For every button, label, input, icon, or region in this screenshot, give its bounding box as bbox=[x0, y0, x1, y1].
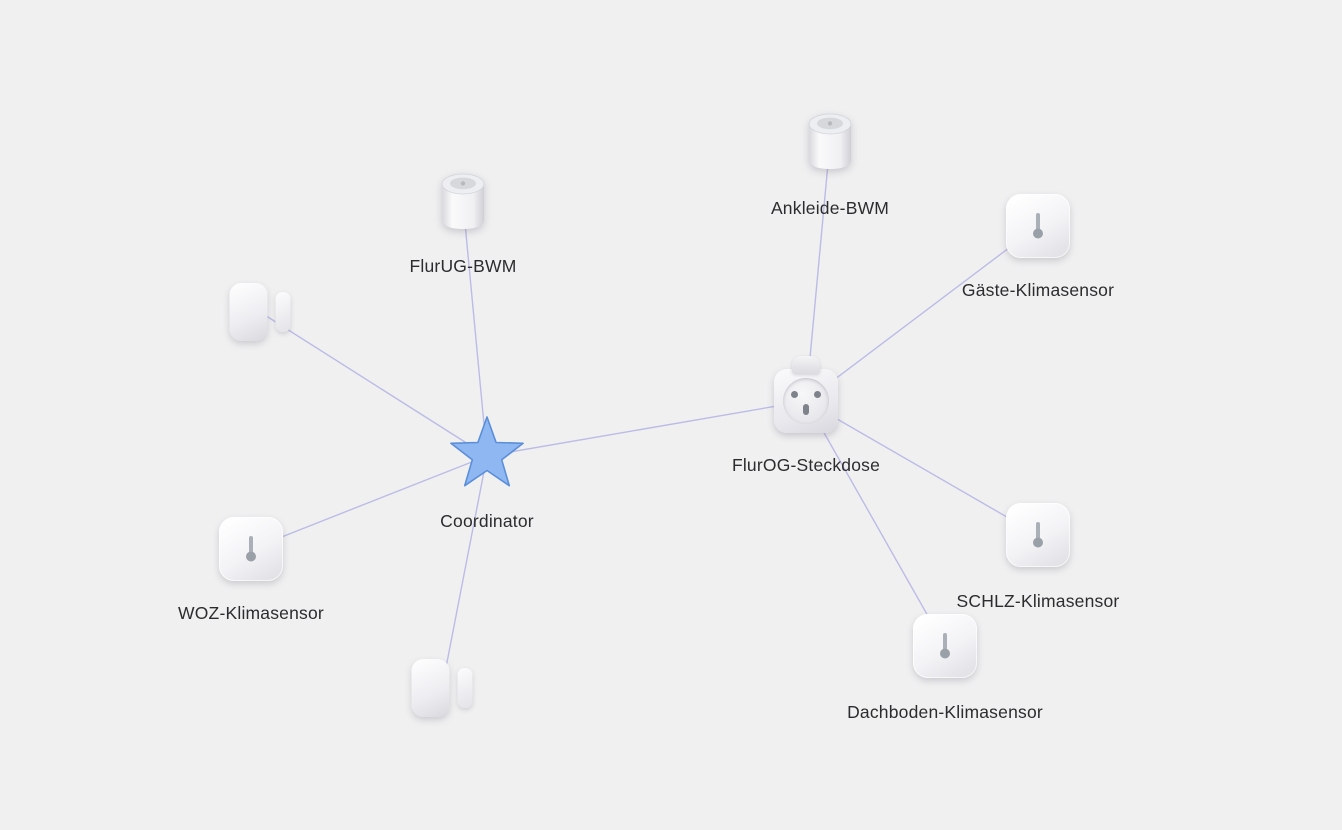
edge-coordinator-flurug bbox=[462, 201, 488, 457]
socket-hole bbox=[791, 391, 798, 398]
climate-sensor-icon bbox=[1006, 194, 1070, 258]
plug-socket-face bbox=[783, 378, 829, 424]
node-label: FlurOG-Steckdose bbox=[731, 455, 881, 475]
climate-sensor-icon bbox=[913, 614, 977, 678]
node-label: Dachboden-Klimasensor bbox=[847, 702, 1043, 722]
door-sensor-body bbox=[411, 659, 450, 717]
socket-hole bbox=[803, 404, 809, 415]
node-label: SCHLZ-Klimasensor bbox=[956, 591, 1120, 611]
edge-coordinator-steckdose bbox=[486, 400, 807, 457]
edge-steckdose-dachboden bbox=[805, 400, 946, 647]
climate-sensor-icon bbox=[1006, 503, 1070, 567]
node-label: WOZ-Klimasensor bbox=[178, 603, 324, 623]
motion-sensor-icon bbox=[808, 113, 852, 169]
node-label: Ankleide-BWM bbox=[770, 198, 890, 218]
door-sensor-magnet bbox=[457, 668, 473, 708]
edge-coordinator-woz bbox=[250, 455, 488, 550]
door-sensor-icon bbox=[229, 283, 291, 341]
edge-steckdose-gaeste bbox=[805, 225, 1039, 402]
motion-sensor-icon bbox=[441, 173, 485, 229]
climate-sensor-icon bbox=[219, 517, 283, 581]
edge-steckdose-schlz bbox=[805, 400, 1039, 536]
edge-coordinator-doorupper bbox=[259, 311, 488, 457]
door-sensor-magnet bbox=[275, 292, 291, 332]
socket-hole bbox=[814, 391, 821, 398]
smart-plug-icon bbox=[774, 356, 838, 433]
door-sensor-body bbox=[229, 283, 268, 341]
node-label: Coordinator bbox=[440, 511, 534, 531]
coordinator-star-icon bbox=[450, 416, 524, 487]
node-label: Gäste-Klimasensor bbox=[961, 280, 1115, 300]
edge-coordinator-doorlower bbox=[441, 455, 488, 689]
node-label: FlurUG-BWM bbox=[409, 256, 517, 276]
door-sensor-icon bbox=[411, 659, 473, 717]
plug-top-tab bbox=[792, 356, 820, 374]
